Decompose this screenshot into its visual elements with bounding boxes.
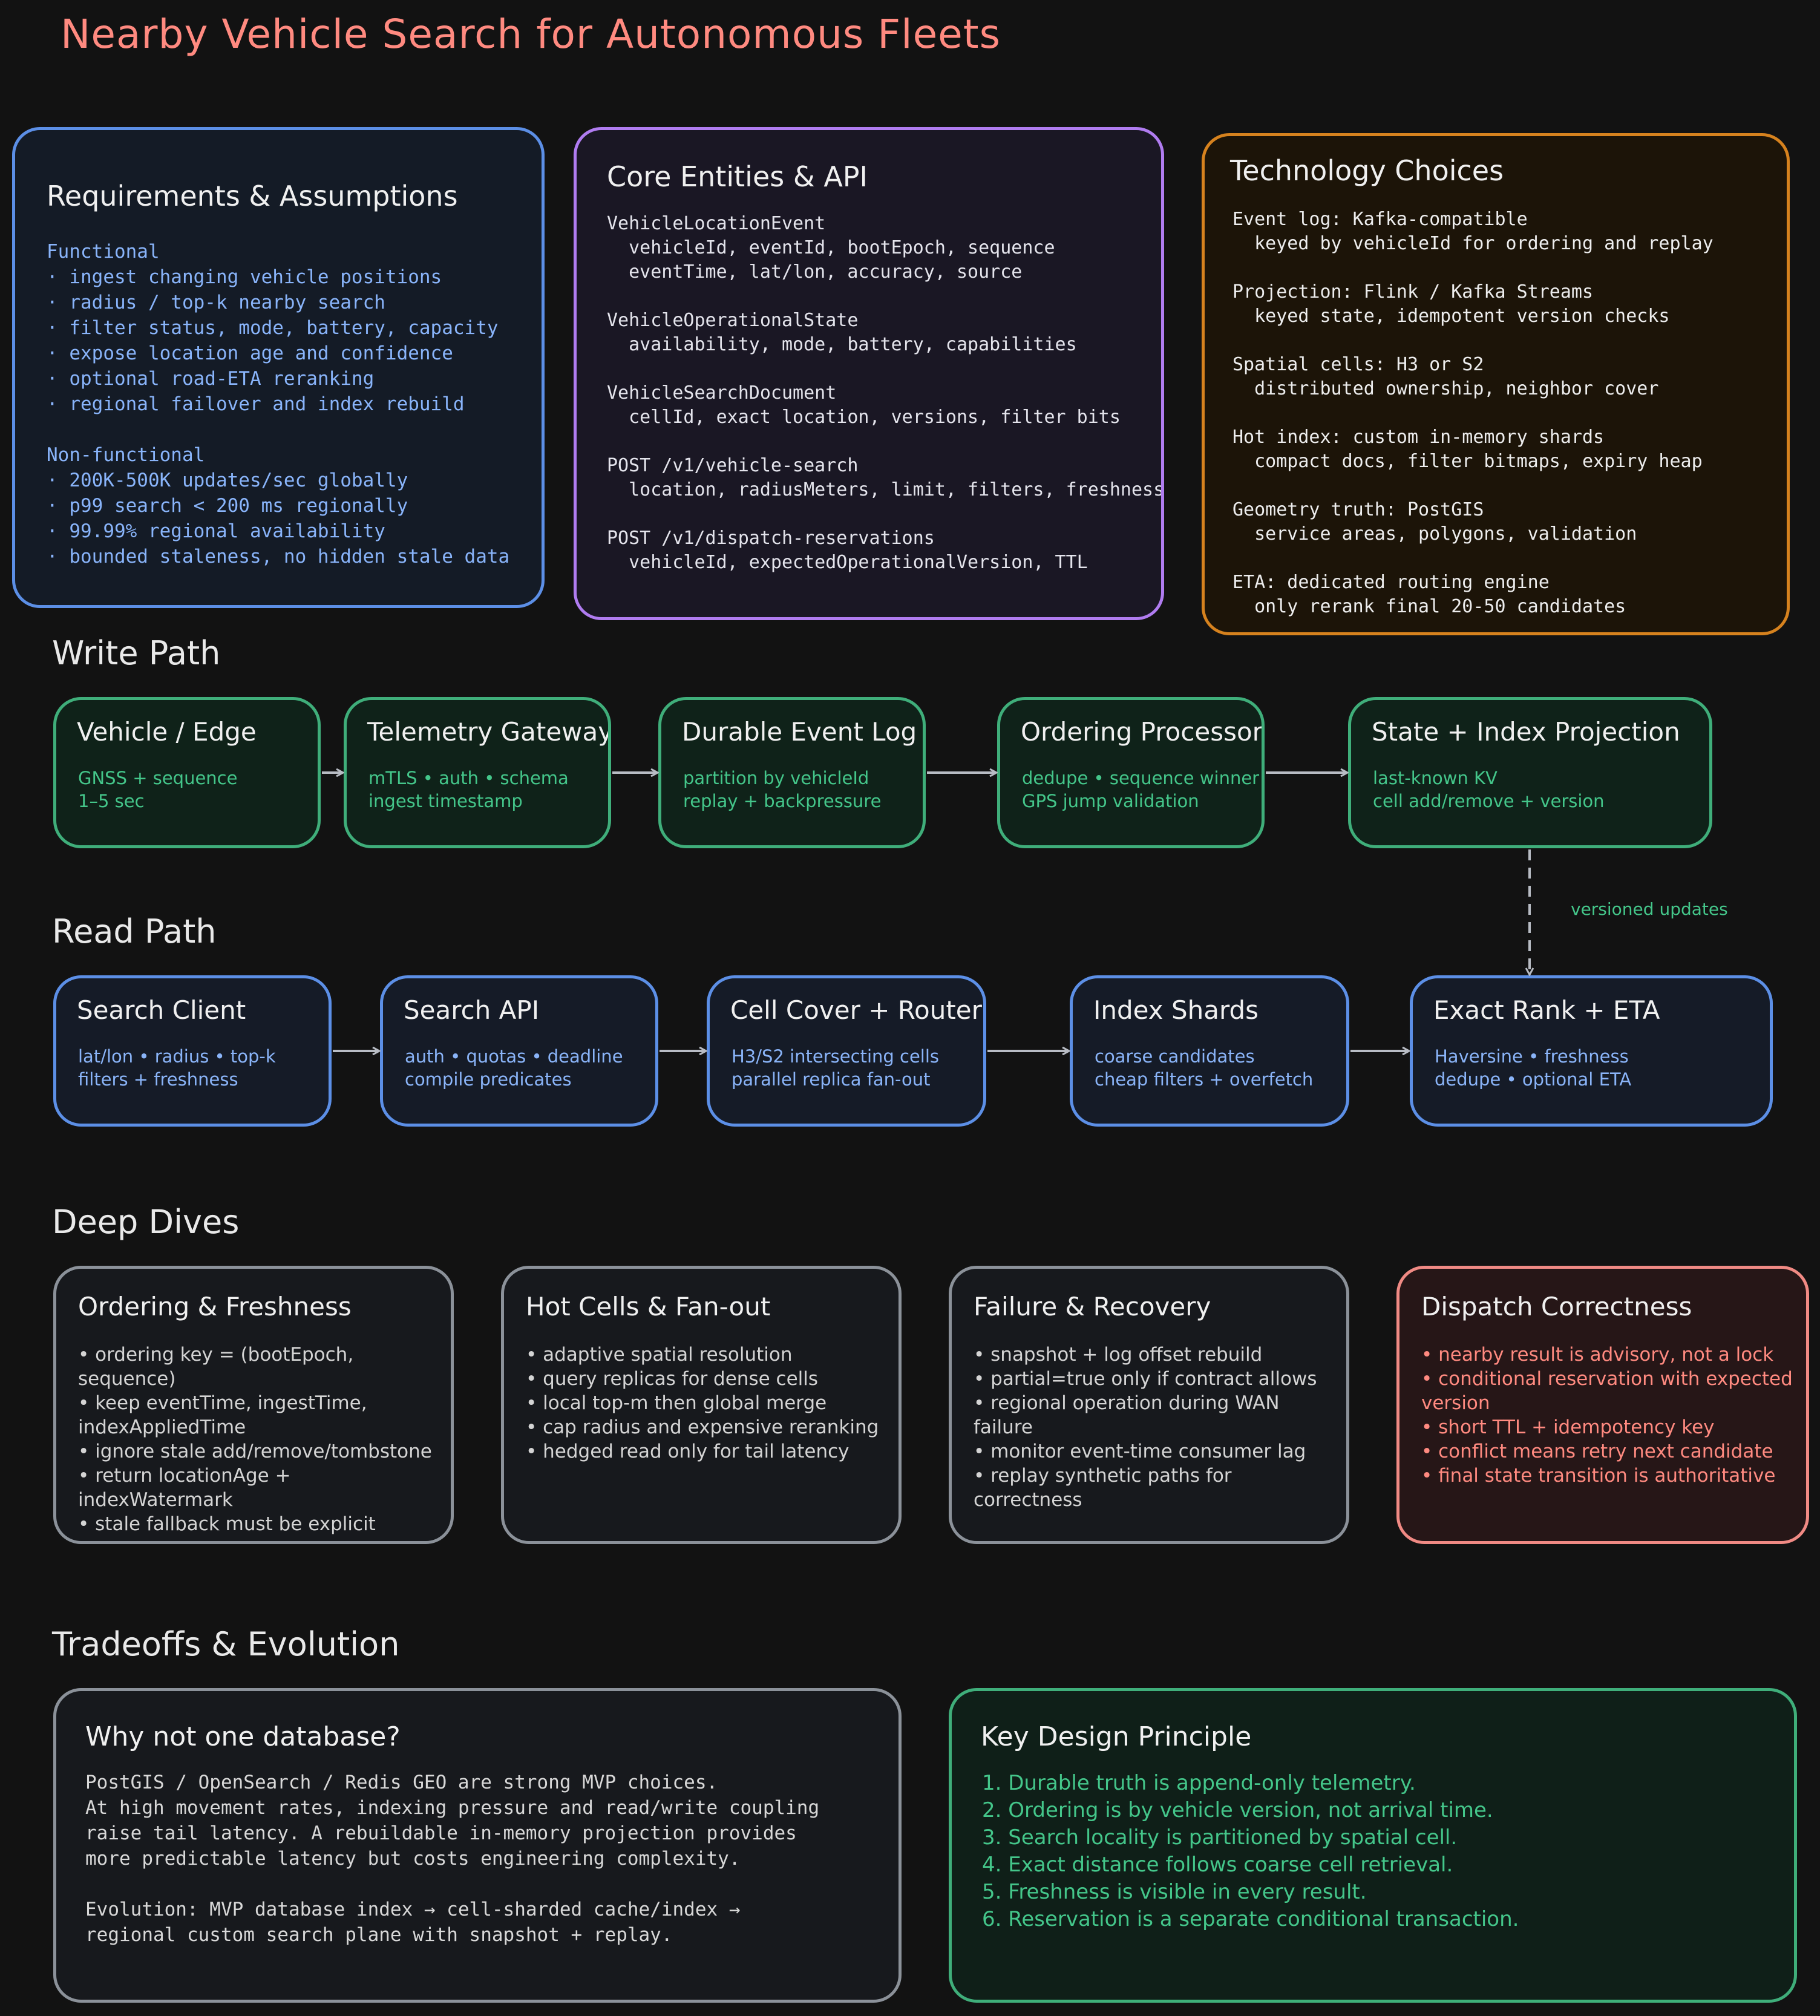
requirements-panel: Requirements & Assumptions Functional · … [12, 127, 545, 608]
technology-body: Event log: Kafka-compatible keyed by veh… [1232, 209, 1714, 617]
requirements-title: Requirements & Assumptions [47, 180, 458, 212]
list-item: hedged read only for tail latency [526, 1439, 885, 1464]
list-item: nearby result is advisory, not a lock [1421, 1343, 1793, 1367]
list-item: monitor event-time consumer lag [974, 1439, 1333, 1464]
node-subtitle: auth • quotas • deadline compile predica… [405, 1046, 623, 1090]
read-node-index-shards: Index Shards coarse candidates cheap fil… [1070, 975, 1349, 1127]
why-title: Why not one database? [85, 1721, 401, 1752]
list-item: query replicas for dense cells [526, 1367, 885, 1391]
node-subtitle: lat/lon • radius • top-k filters + fresh… [78, 1046, 276, 1090]
write-node-vehicle-edge: Vehicle / Edge GNSS + sequence 1–5 sec [53, 697, 321, 848]
list-item: 5. Freshness is visible in every result. [982, 1880, 1367, 1904]
write-path-heading: Write Path [52, 634, 221, 672]
list-item: return locationAge + indexWatermark [78, 1464, 437, 1512]
deep-dive-ordering-freshness: Ordering & Freshness ordering key = (boo… [53, 1266, 454, 1544]
card-title: Dispatch Correctness [1421, 1292, 1692, 1321]
read-path-heading: Read Path [52, 912, 217, 951]
card-list: ordering key = (bootEpoch, sequence) kee… [78, 1343, 437, 1536]
write-node-state-index-projection: State + Index Projection last-known KV c… [1348, 697, 1712, 848]
read-node-cell-cover-router: Cell Cover + Router H3/S2 intersecting c… [707, 975, 986, 1127]
list-item: conflict means retry next candidate [1421, 1439, 1793, 1464]
read-node-search-client: Search Client lat/lon • radius • top-k f… [53, 975, 332, 1127]
list-item: regional operation during WAN failure [974, 1391, 1333, 1439]
list-item: 4. Exact distance follows coarse cell re… [982, 1853, 1453, 1877]
list-item: replay synthetic paths for correctness [974, 1464, 1333, 1512]
node-subtitle: mTLS • auth • schema ingest timestamp [368, 768, 569, 811]
list-item: conditional reservation with expected ve… [1421, 1367, 1793, 1415]
node-subtitle: Haversine • freshness dedupe • optional … [1435, 1046, 1632, 1090]
node-subtitle: H3/S2 intersecting cells parallel replic… [732, 1046, 940, 1090]
write-node-durable-event-log: Durable Event Log partition by vehicleId… [658, 697, 926, 848]
node-title: Durable Event Log [682, 717, 917, 747]
list-item: 2. Ordering is by vehicle version, not a… [982, 1798, 1493, 1822]
node-title: Telemetry Gateway [367, 717, 611, 747]
technology-panel: Technology Choices Event log: Kafka-comp… [1202, 133, 1790, 635]
write-node-ordering-processor: Ordering Processor dedupe • sequence win… [997, 697, 1265, 848]
principle-title: Key Design Principle [981, 1721, 1252, 1752]
node-title: Cell Cover + Router [730, 995, 982, 1025]
node-subtitle: partition by vehicleId replay + backpres… [683, 768, 882, 811]
list-item: ignore stale add/remove/tombstone [78, 1439, 437, 1464]
list-item: local top-m then global merge [526, 1391, 885, 1415]
core-entities-panel: Core Entities & API VehicleLocationEvent… [574, 127, 1164, 620]
list-item: short TTL + idempotency key [1421, 1415, 1793, 1439]
node-title: Search API [404, 995, 540, 1025]
card-list: snapshot + log offset rebuild partial=tr… [974, 1343, 1333, 1512]
deep-dive-hot-cells: Hot Cells & Fan-out adaptive spatial res… [501, 1266, 902, 1544]
node-subtitle: GNSS + sequence 1–5 sec [78, 768, 238, 811]
node-title: Exact Rank + ETA [1433, 995, 1660, 1025]
node-subtitle: dedupe • sequence winner GPS jump valida… [1022, 768, 1260, 811]
list-item: 6. Reservation is a separate conditional… [982, 1907, 1519, 1931]
card-title: Failure & Recovery [974, 1292, 1211, 1321]
list-item: stale fallback must be explicit [78, 1512, 437, 1536]
list-item: 1. Durable truth is append-only telemetr… [982, 1771, 1416, 1795]
card-title: Hot Cells & Fan-out [526, 1292, 771, 1321]
node-subtitle: coarse candidates cheap filters + overfe… [1095, 1046, 1314, 1090]
page-title: Nearby Vehicle Search for Autonomous Fle… [61, 11, 1001, 57]
node-title: Search Client [77, 995, 246, 1025]
list-item: adaptive spatial resolution [526, 1343, 885, 1367]
list-item: partial=true only if contract allows [974, 1367, 1333, 1391]
key-design-principle-panel: Key Design Principle 1. Durable truth is… [949, 1688, 1797, 2003]
node-subtitle: last-known KV cell add/remove + version [1373, 768, 1605, 811]
principle-list: 1. Durable truth is append-only telemetr… [982, 1770, 1519, 1933]
list-item: snapshot + log offset rebuild [974, 1343, 1333, 1367]
node-title: State + Index Projection [1372, 717, 1680, 747]
why-body: PostGIS / OpenSearch / Redis GEO are str… [85, 1772, 820, 1946]
list-item: keep eventTime, ingestTime, indexApplied… [78, 1391, 437, 1439]
read-node-exact-rank-eta: Exact Rank + ETA Haversine • freshness d… [1410, 975, 1773, 1127]
requirements-body: Functional · ingest changing vehicle pos… [47, 241, 510, 568]
list-item: 3. Search locality is partitioned by spa… [982, 1825, 1458, 1850]
write-node-telemetry-gateway: Telemetry Gateway mTLS • auth • schema i… [344, 697, 611, 848]
versioned-updates-label: versioned updates [1571, 899, 1728, 919]
deep-dive-dispatch-correctness: Dispatch Correctness nearby result is ad… [1396, 1266, 1809, 1544]
tradeoffs-heading: Tradeoffs & Evolution [52, 1625, 400, 1663]
node-title: Index Shards [1093, 995, 1259, 1025]
node-title: Vehicle / Edge [77, 717, 257, 747]
node-title: Ordering Processor [1021, 717, 1263, 747]
list-item: final state transition is authoritative [1421, 1464, 1793, 1488]
card-list: nearby result is advisory, not a lock co… [1421, 1343, 1793, 1488]
list-item: ordering key = (bootEpoch, sequence) [78, 1343, 437, 1391]
why-not-one-database-panel: Why not one database? PostGIS / OpenSear… [53, 1688, 902, 2003]
deep-dive-failure-recovery: Failure & Recovery snapshot + log offset… [949, 1266, 1349, 1544]
core-entities-body: VehicleLocationEvent vehicleId, eventId,… [607, 213, 1164, 573]
card-list: adaptive spatial resolution query replic… [526, 1343, 885, 1464]
deep-dives-heading: Deep Dives [52, 1203, 240, 1241]
core-entities-title: Core Entities & API [607, 160, 868, 193]
read-node-search-api: Search API auth • quotas • deadline comp… [380, 975, 658, 1127]
card-title: Ordering & Freshness [78, 1292, 352, 1321]
technology-title: Technology Choices [1230, 154, 1504, 187]
list-item: cap radius and expensive reranking [526, 1415, 885, 1439]
